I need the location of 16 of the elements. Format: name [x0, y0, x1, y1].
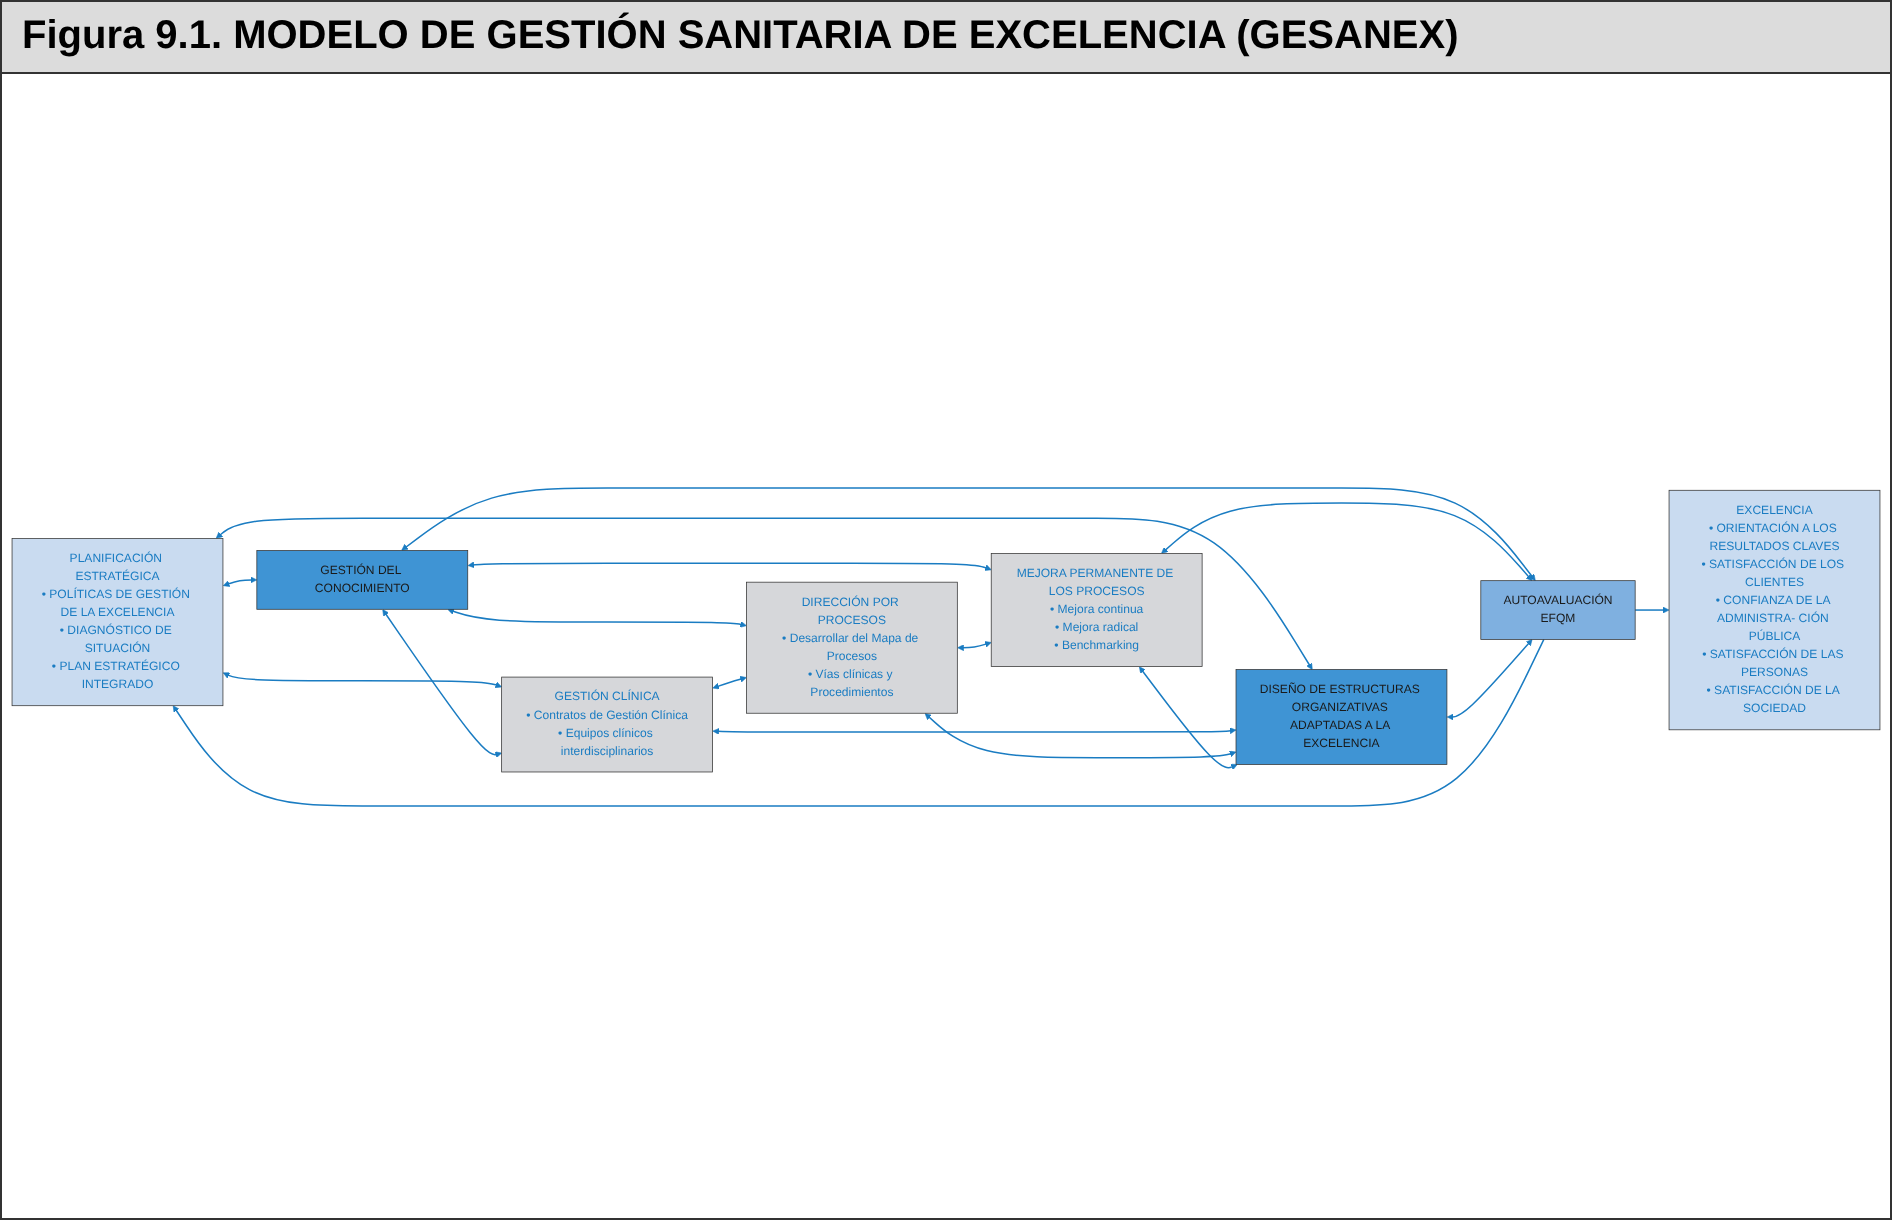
arrow: [447, 607, 747, 627]
arrow: [172, 637, 1545, 806]
arrow: [712, 726, 1237, 734]
arrow: [467, 560, 992, 570]
arrow: [222, 575, 258, 586]
arrow: [382, 608, 502, 757]
arrow: [957, 640, 992, 651]
arrow: [1446, 638, 1533, 720]
arrow: [712, 675, 747, 689]
arrow: [1634, 605, 1670, 613]
arrow: [1161, 501, 1533, 580]
arrow: [924, 712, 1237, 758]
figure-title: Figura 9.1. MODELO DE GESTIÓN SANITARIA DE EXCELENCIA (GESANEX): [2, 2, 1890, 74]
arrow: [1139, 665, 1238, 770]
arrow: [401, 486, 1536, 580]
arrow: [222, 671, 502, 688]
